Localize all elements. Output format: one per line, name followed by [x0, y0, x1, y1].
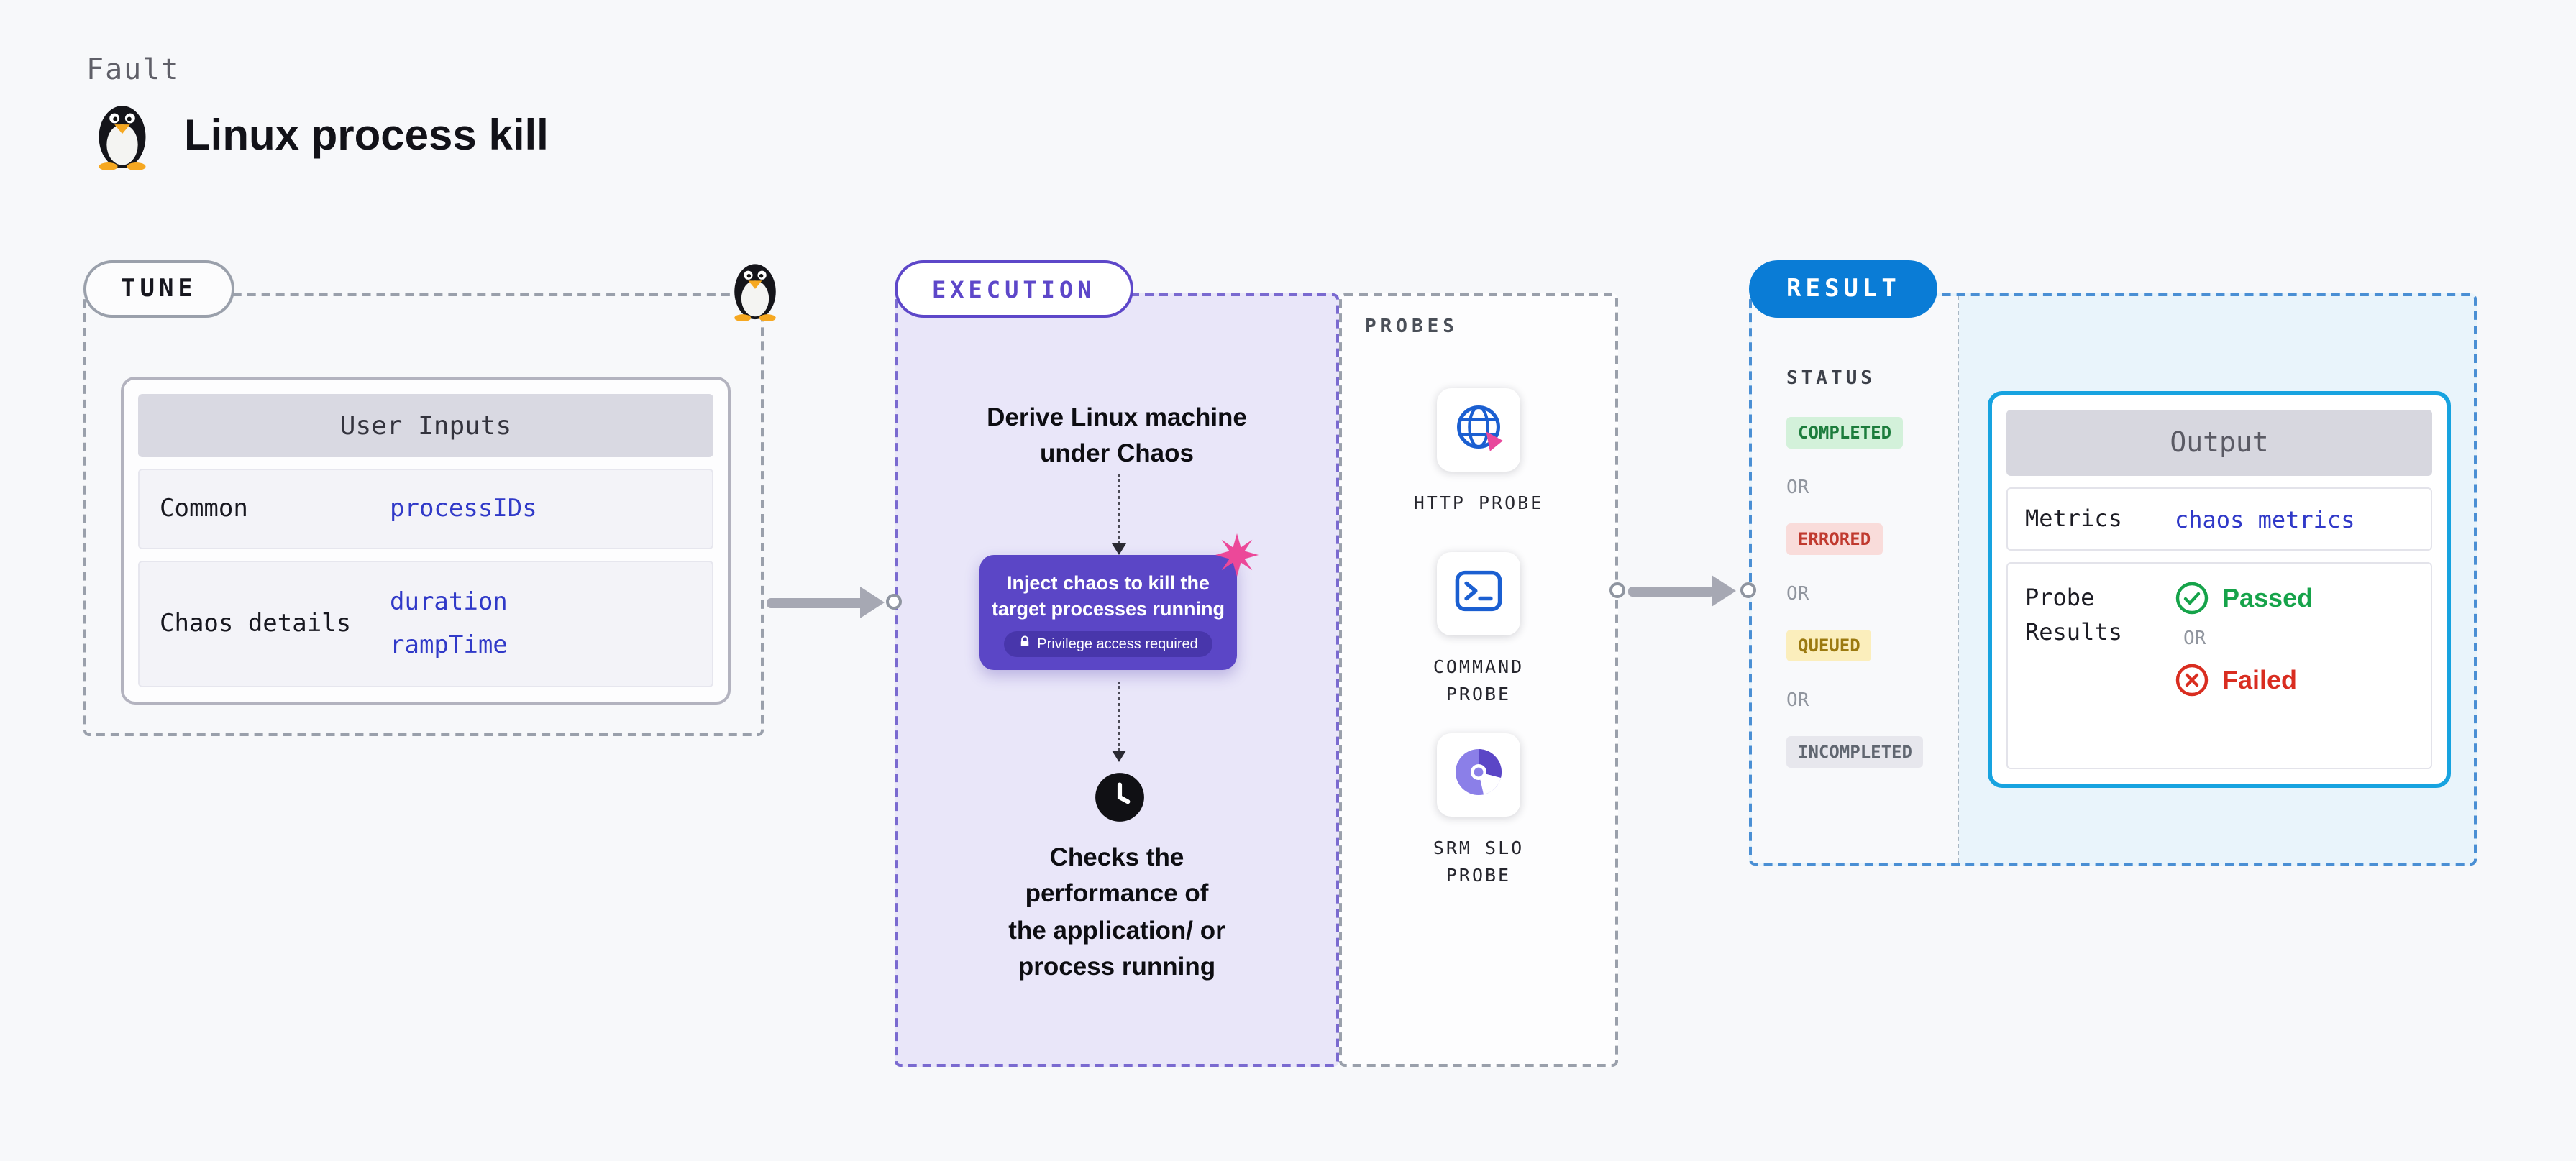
table-row-common: Common processIDs — [138, 469, 713, 549]
execution-section: Derive Linux machine under Chaos Inject … — [895, 293, 1339, 1067]
clock-icon — [1093, 771, 1146, 831]
metrics-value: chaos metrics — [2175, 505, 2355, 533]
terminal-icon — [1451, 563, 1506, 625]
flow-arrow-1 — [767, 598, 864, 608]
probe-item-srm-slo: SRM SLO PROBE — [1342, 733, 1615, 889]
metrics-row: Metrics chaos metrics — [2006, 487, 2432, 551]
execution-badge: EXECUTION — [895, 260, 1133, 318]
chaos-starburst-icon — [1215, 533, 1259, 584]
probe-icon-card — [1437, 552, 1520, 635]
tune-badge: TUNE — [83, 260, 234, 318]
probe-label: HTTP PROBE — [1413, 492, 1544, 513]
user-inputs-header: User Inputs — [138, 394, 713, 457]
ramptime-value: rampTime — [390, 631, 508, 660]
table-row-chaos-details: Chaos details duration rampTime — [138, 561, 713, 687]
tune-penguin-icon — [726, 254, 784, 328]
lock-icon — [1018, 636, 1031, 653]
probe-label: SRM SLO PROBE — [1433, 837, 1525, 886]
duration-value: duration — [390, 588, 508, 617]
row-label: Chaos details — [160, 610, 352, 638]
status-badge-queued: QUEUED — [1786, 630, 1872, 661]
failed-label: Failed — [2222, 665, 2298, 694]
inject-chaos-box: Inject chaos to kill the target processe… — [979, 533, 1259, 670]
probes-section: PROBES HTTP PROBE — [1339, 293, 1618, 1067]
result-section: STATUS COMPLETED OR ERRORED OR QUEUED OR… — [1749, 293, 2477, 866]
status-label: STATUS — [1786, 368, 1876, 390]
linux-penguin-icon — [89, 95, 155, 177]
probe-item-http: HTTP PROBE — [1342, 388, 1615, 518]
fault-eyebrow: Fault — [86, 52, 181, 86]
result-badge: RESULT — [1749, 260, 1938, 318]
connector-dot — [1740, 582, 1756, 598]
status-badge-completed: COMPLETED — [1786, 417, 1904, 449]
dotted-connector-arrowhead — [1112, 751, 1126, 762]
probe-results-label: Probe Results — [2025, 584, 2122, 646]
globe-icon — [1451, 399, 1506, 461]
pie-chart-icon — [1450, 743, 1507, 807]
processids-value: processIDs — [390, 495, 537, 523]
inject-chaos-text: Inject chaos to kill the target processe… — [991, 572, 1225, 620]
probe-item-command: COMMAND PROBE — [1342, 552, 1615, 708]
privilege-badge: Privilege access required — [1004, 631, 1212, 658]
or-separator: OR — [1786, 584, 1809, 605]
passed-label: Passed — [2222, 583, 2314, 612]
check-circle-icon — [2175, 581, 2209, 615]
dotted-connector — [1118, 474, 1120, 543]
or-separator: OR — [1786, 477, 1809, 499]
failed-indicator: Failed — [2175, 663, 2313, 697]
output-header: Output — [2006, 410, 2432, 476]
user-inputs-table: User Inputs Common processIDs Chaos deta… — [121, 377, 731, 705]
status-column: STATUS COMPLETED OR ERRORED OR QUEUED OR… — [1752, 296, 1959, 863]
or-separator: OR — [2183, 628, 2206, 650]
flow-arrow-1-head — [860, 587, 885, 618]
flow-arrow-2-head — [1712, 575, 1736, 607]
derive-step-text: Derive Linux machine under Chaos — [987, 403, 1247, 467]
page-header: Linux process kill — [89, 95, 549, 177]
checks-step-text: Checks the performance of the applicatio… — [1008, 843, 1225, 981]
status-badge-errored: ERRORED — [1786, 523, 1883, 555]
probe-icon-card — [1437, 388, 1520, 472]
probe-icon-card — [1437, 733, 1520, 817]
connector-dot — [886, 594, 902, 610]
probe-label: COMMAND PROBE — [1433, 656, 1525, 705]
tune-section: User Inputs Common processIDs Chaos deta… — [83, 293, 764, 736]
page-title: Linux process kill — [184, 111, 549, 159]
metrics-label: Metrics — [2025, 505, 2122, 532]
output-card: Output Metrics chaos metrics Probe Resul… — [1988, 391, 2451, 788]
x-circle-icon — [2175, 663, 2209, 697]
probe-results-row: Probe Results Passed OR — [2006, 562, 2432, 769]
passed-indicator: Passed — [2175, 581, 2313, 615]
dotted-connector-arrowhead — [1112, 543, 1126, 555]
flow-arrow-2 — [1628, 587, 1714, 597]
probes-label: PROBES — [1365, 316, 1458, 338]
row-label: Common — [160, 495, 248, 523]
status-badge-incompleted: INCOMPLETED — [1786, 736, 1924, 768]
privilege-label: Privilege access required — [1037, 636, 1198, 653]
or-separator: OR — [1786, 690, 1809, 712]
connector-dot — [1609, 582, 1625, 598]
dotted-connector — [1118, 682, 1120, 751]
